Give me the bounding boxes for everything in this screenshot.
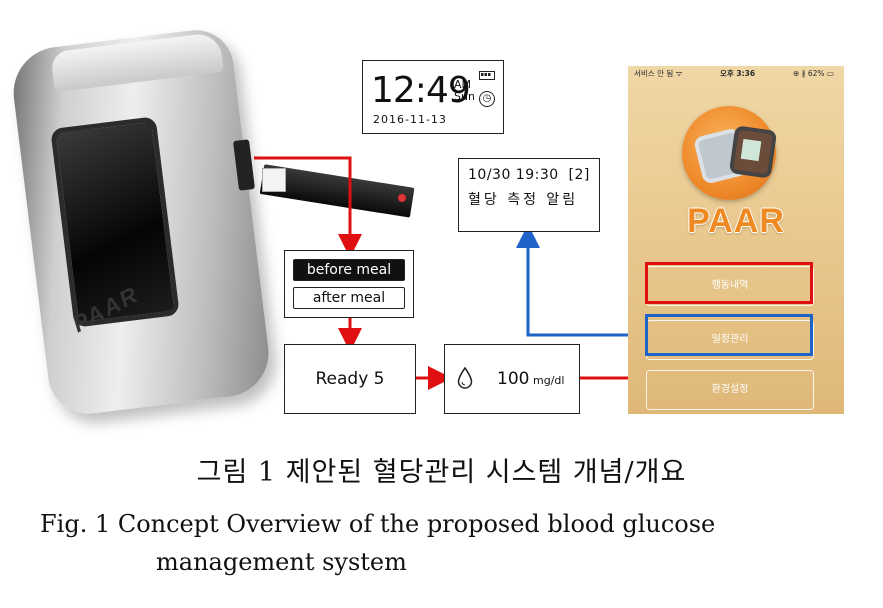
after-meal-option[interactable]: after meal <box>293 287 405 309</box>
alarm-message: 혈당 측정 알림 <box>468 192 579 208</box>
smartwatch-face <box>740 138 762 162</box>
clock-time: 12:49 <box>371 70 471 111</box>
clock-date: 2016-11-13 <box>373 113 447 126</box>
before-meal-option[interactable]: before meal <box>293 259 405 281</box>
caption-korean: 그림 1 제안된 혈당관리 시스템 개념/개요 <box>196 457 687 488</box>
caption-english-line1: Fig. 1 Concept Overview of the proposed … <box>40 510 716 538</box>
menu-settings[interactable]: 환경설정 <box>646 370 814 410</box>
app-name: PAAR <box>687 202 785 240</box>
glucose-value: 100 <box>497 369 530 389</box>
highlight-activity-history <box>645 262 813 304</box>
status-battery: ⊕ ∦ 62% ▭ <box>793 69 834 78</box>
status-time: 오후 3:36 <box>720 69 756 78</box>
carrier-label: 서비스 안 됨 ᯤ <box>634 69 683 78</box>
arrow-app-to-alarm <box>516 224 645 337</box>
meal-select-display: before meal after meal <box>284 250 414 318</box>
alarm-datetime: 10/30 19:30 [2] <box>468 167 590 183</box>
ready-countdown: Ready 5 <box>315 369 385 389</box>
battery-icon <box>479 71 495 80</box>
clock-ampm: AM Sun <box>454 79 475 103</box>
arrow-port-to-meal <box>254 156 362 258</box>
clock-day-label: Sun <box>454 90 475 103</box>
blood-sample-dot <box>398 194 406 202</box>
clock-display: 12:49 AM Sun ◷ 2016-11-13 <box>362 60 504 134</box>
phone-app-screen: 서비스 안 됨 ᯤ 오후 3:36 ⊕ ∦ 62% ▭ PAAR 행동내역 일정… <box>628 66 844 414</box>
highlight-schedule <box>645 314 813 356</box>
alarm-clock-icon: ◷ <box>479 91 495 107</box>
result-display: 100 mg/dl <box>444 344 580 414</box>
phone-status-bar: 서비스 안 됨 ᯤ 오후 3:36 ⊕ ∦ 62% ▭ <box>628 66 844 82</box>
clock-am-label: AM <box>454 78 472 91</box>
caption-english-line2: management system <box>156 548 407 576</box>
ready-display: Ready 5 <box>284 344 416 414</box>
alarm-display: 10/30 19:30 [2] 혈당 측정 알림 <box>458 158 600 232</box>
test-strip-contact <box>262 168 286 192</box>
glucose-unit: mg/dl <box>533 374 565 387</box>
blood-drop-icon <box>457 367 473 389</box>
